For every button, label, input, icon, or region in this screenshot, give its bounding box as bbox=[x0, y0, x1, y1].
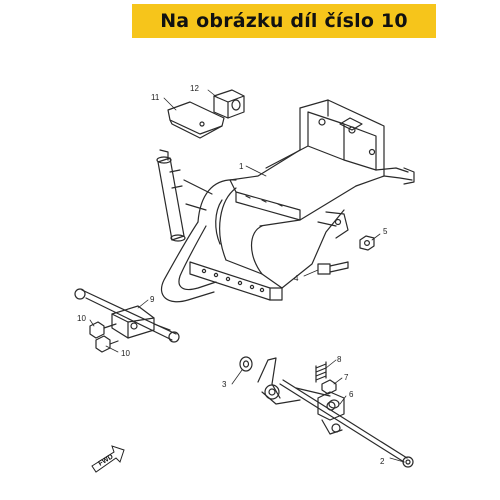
callout-12: 12 bbox=[190, 84, 199, 93]
part-6-washer[interactable] bbox=[328, 399, 340, 409]
callout-7: 7 bbox=[344, 373, 349, 382]
part-9-engine-mount[interactable] bbox=[74, 288, 180, 343]
main-frame[interactable] bbox=[160, 99, 415, 303]
part-3-bush[interactable] bbox=[239, 356, 253, 372]
part-10-bolt-b[interactable] bbox=[95, 335, 119, 353]
part-11-plate[interactable] bbox=[167, 101, 225, 139]
callout-2: 2 bbox=[380, 457, 385, 466]
fwd-arrow-icon: FWD bbox=[91, 445, 125, 473]
pivot-arm-assembly[interactable] bbox=[257, 357, 345, 435]
callout-3: 3 bbox=[222, 380, 227, 389]
part-7-nut[interactable] bbox=[321, 379, 337, 395]
leader-lines bbox=[89, 89, 405, 463]
part-12-cushion[interactable] bbox=[213, 89, 245, 119]
callout-8: 8 bbox=[337, 355, 342, 364]
part-8-spring[interactable] bbox=[315, 361, 327, 383]
callout-1: 1 bbox=[239, 162, 244, 171]
callout-10-a: 10 bbox=[77, 314, 86, 323]
header-banner: Na obrázku díl číslo 10 bbox=[132, 4, 436, 38]
banner-title: Na obrázku díl číslo 10 bbox=[160, 10, 408, 32]
callout-4: 4 bbox=[294, 274, 299, 283]
callout-9: 9 bbox=[150, 295, 155, 304]
part-10-bolt-a[interactable] bbox=[89, 321, 117, 339]
part-5-nut[interactable] bbox=[359, 235, 375, 251]
callout-6: 6 bbox=[349, 390, 354, 399]
callout-11: 11 bbox=[151, 93, 160, 102]
steering-head-pipe[interactable] bbox=[156, 149, 213, 242]
callout-10-b: 10 bbox=[121, 349, 130, 358]
part-4-bolt[interactable] bbox=[317, 261, 349, 275]
part-2-pivot-shaft[interactable] bbox=[279, 379, 414, 468]
callout-5: 5 bbox=[383, 227, 388, 236]
